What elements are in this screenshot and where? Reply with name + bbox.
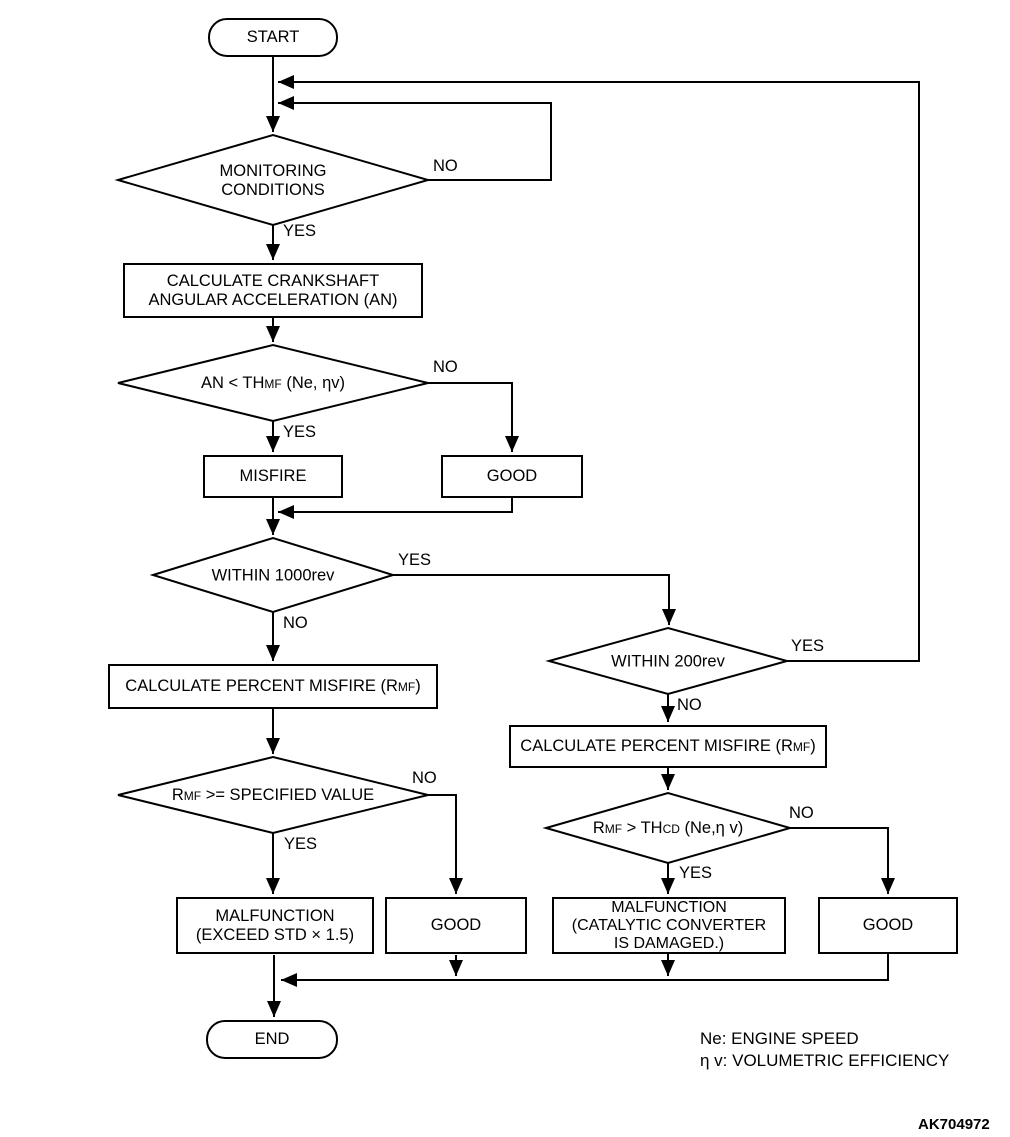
calc-right-pre: CALCULATE PERCENT MISFIRE (R (520, 736, 793, 755)
an-pre: AN < TH (200, 374, 265, 392)
node-malfunction-exceed: MALFUNCTION (EXCEED STD × 1.5) (176, 897, 374, 954)
edge-rmfspec-no (428, 794, 463, 894)
edge-rmfthcd-no (790, 827, 895, 894)
label-monitoring-no: NO (433, 157, 458, 175)
label-rmf-thcd-yes: YES (679, 864, 713, 882)
calc-right-post: ) (810, 736, 816, 755)
node-good-bottom-right: GOOD (818, 897, 958, 954)
misfire-label: MISFIRE (239, 467, 307, 485)
label-w200-yes: YES (791, 637, 825, 655)
good-top-label: GOOD (486, 467, 538, 485)
end-label: END (254, 1030, 290, 1048)
node-good-bottom-left: GOOD (385, 897, 527, 954)
node-end: END (206, 1020, 338, 1059)
calc-right-sub: MF (792, 739, 811, 754)
label-monitoring-yes: YES (283, 222, 317, 240)
label-an-no: NO (433, 358, 458, 376)
edge-an-no (428, 382, 519, 452)
monitoring-line2: CONDITIONS (221, 181, 325, 199)
node-start: START (208, 18, 338, 57)
rmfthcd-sub1: MF (604, 822, 623, 836)
malfunction-catalytic-line2: (CATALYTIC CONVERTER (571, 916, 767, 934)
calc-percent-misfire-left-label: CALCULATE PERCENT MISFIRE (RMF) (125, 677, 420, 697)
good-bottom-right-label: GOOD (862, 916, 914, 934)
label-w1000-no: NO (283, 614, 308, 632)
label-rmf-spec-no: NO (412, 769, 437, 787)
edge-goodtop-join (278, 498, 513, 519)
an-threshold-text: AN < THMF (Ne, ηv) (201, 374, 345, 394)
malfunction-exceed-line2: (EXCEED STD × 1.5) (195, 925, 355, 944)
node-misfire: MISFIRE (203, 455, 343, 498)
malfunction-exceed-line1: MALFUNCTION (215, 906, 335, 925)
diamond-rmf-thcd (542, 791, 794, 865)
monitoring-conditions-text: MONITORING CONDITIONS (220, 162, 327, 200)
calc-crankshaft-line2: ANGULAR ACCELERATION (AN) (148, 290, 398, 309)
node-calc-percent-misfire-right: CALCULATE PERCENT MISFIRE (RMF) (509, 725, 827, 768)
calc-left-sub: MF (397, 679, 416, 694)
start-label: START (246, 28, 300, 46)
diamond-monitoring-conditions (114, 133, 432, 227)
node-calc-crankshaft: CALCULATE CRANKSHAFT ANGULAR ACCELERATIO… (123, 263, 423, 318)
diamond-within-1000rev (149, 536, 397, 614)
within-1000rev-text: WITHIN 1000rev (212, 567, 335, 586)
calc-percent-misfire-right-label: CALCULATE PERCENT MISFIRE (RMF) (520, 737, 815, 757)
rmfthcd-mid: > TH (622, 819, 663, 837)
rmf-thcd-text: RMF > THCD (Ne,η v) (593, 819, 743, 839)
within-1000rev-label: WITHIN 1000rev (211, 566, 335, 585)
label-rmf-thcd-no: NO (789, 804, 814, 822)
rmfthcd-sub2: CD (662, 822, 680, 836)
good-bottom-left-label: GOOD (430, 916, 482, 934)
edge-collector (281, 954, 889, 987)
malfunction-catalytic-line1: MALFUNCTION (611, 898, 727, 916)
rmfspec-post: >= SPECIFIED VALUE (201, 786, 375, 804)
monitoring-line1: MONITORING (219, 162, 327, 180)
legend-volumetric-efficiency: η v: VOLUMETRIC EFFICIENCY (700, 1051, 950, 1070)
edge-monitoring-no-loop (278, 96, 552, 181)
within-200rev-text: WITHIN 200rev (611, 653, 725, 672)
legend-engine-speed: Ne: ENGINE SPEED (700, 1029, 859, 1048)
diamond-within-200rev (545, 626, 791, 696)
label-w1000-yes: YES (398, 551, 432, 569)
rmf-specified-text: RMF >= SPECIFIED VALUE (172, 786, 374, 806)
an-sub: MF (264, 377, 282, 391)
diamond-rmf-specified (117, 755, 429, 835)
an-post: (Ne, ηv) (281, 374, 346, 392)
rmfspec-sub: MF (183, 789, 202, 803)
rmfthcd-post: (Ne,η v) (679, 819, 744, 837)
edge-w1000-yes (393, 574, 676, 625)
node-calc-percent-misfire-left: CALCULATE PERCENT MISFIRE (RMF) (108, 664, 438, 709)
within-200rev-label: WITHIN 200rev (611, 652, 725, 671)
label-an-yes: YES (283, 423, 317, 441)
edge-w200-yes-loop (278, 75, 920, 662)
calc-left-post: ) (415, 676, 421, 695)
node-malfunction-catalytic: MALFUNCTION (CATALYTIC CONVERTER IS DAMA… (552, 897, 786, 954)
label-w200-no: NO (677, 696, 702, 714)
malfunction-catalytic-line3: IS DAMAGED.) (613, 934, 725, 952)
label-rmf-spec-yes: YES (284, 835, 318, 853)
rmfspec-pre: R (171, 786, 184, 804)
calc-crankshaft-line1: CALCULATE CRANKSHAFT (166, 271, 380, 290)
node-good-top: GOOD (441, 455, 583, 498)
diamond-an-threshold (117, 343, 429, 423)
figure-code: AK704972 (918, 1116, 990, 1133)
rmfthcd-pre: R (592, 819, 605, 837)
calc-left-pre: CALCULATE PERCENT MISFIRE (R (125, 676, 398, 695)
